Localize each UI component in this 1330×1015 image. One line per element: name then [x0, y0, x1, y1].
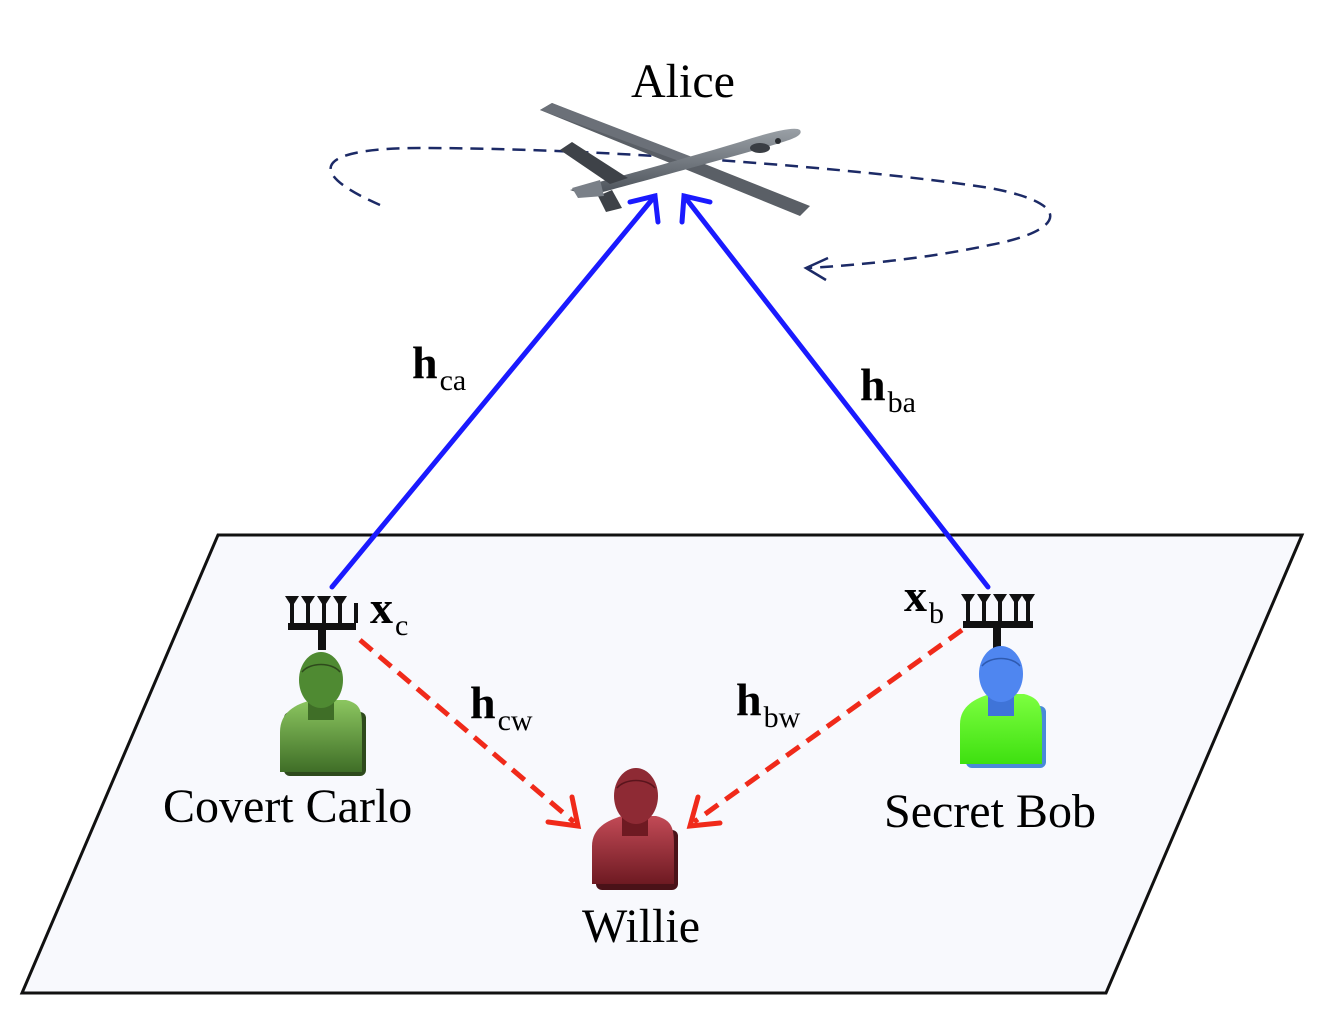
channel-ca-label: hca [412, 337, 467, 397]
willie-label: Willie [582, 900, 701, 953]
antenna-array-carlo-icon [285, 596, 358, 650]
carlo-label: Covert Carlo [163, 780, 413, 833]
channel-bw-label: hbw [736, 674, 801, 734]
antenna-array-bob-icon [961, 594, 1035, 648]
bob-label: Secret Bob [884, 785, 1096, 838]
carlo-person-icon [280, 652, 366, 776]
signal-xc-label: xc [370, 582, 409, 642]
signal-xb-label: xb [904, 570, 944, 630]
ground-plane [19, 533, 1305, 995]
bob-person-icon [960, 646, 1046, 768]
drone-icon [540, 103, 810, 216]
link-bob-to-willie [686, 627, 964, 829]
link-bob-to-alice [679, 192, 991, 590]
willie-person-icon [592, 768, 678, 890]
alice-label: Alice [631, 55, 735, 108]
link-carlo-to-willie [358, 638, 582, 829]
link-carlo-to-alice [329, 192, 661, 590]
channel-ba-label: hba [860, 359, 916, 419]
channel-cw-label: hcw [470, 677, 533, 737]
uav-trajectory [329, 146, 1052, 282]
